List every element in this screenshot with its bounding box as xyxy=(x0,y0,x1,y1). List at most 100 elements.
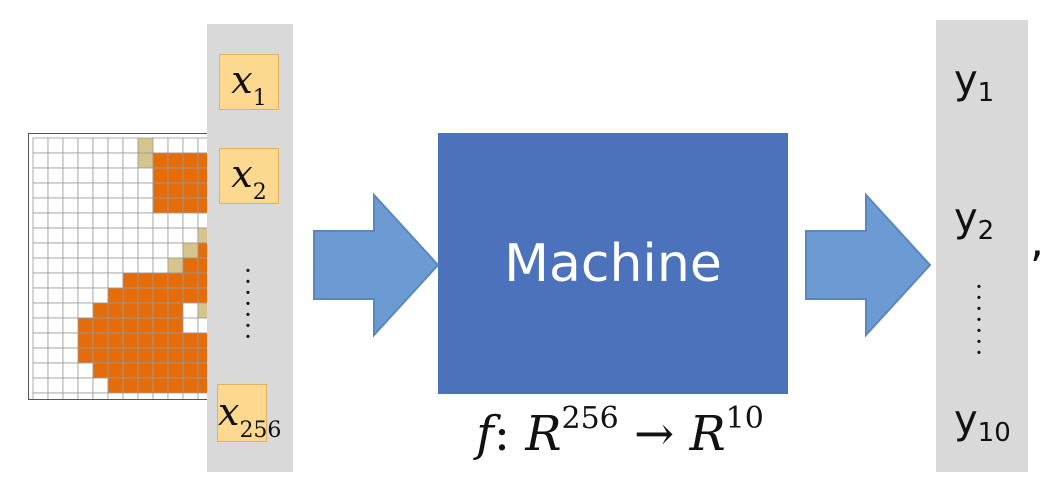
pixel-cell xyxy=(77,272,94,289)
pixel-cell xyxy=(77,227,94,244)
pixel-cell xyxy=(47,362,64,379)
pixel-cell xyxy=(77,332,94,349)
input-x1: x1 xyxy=(219,54,279,111)
pixel-cell xyxy=(137,212,154,229)
pixel-cell xyxy=(107,212,124,229)
arrow-icon xyxy=(805,192,932,338)
pixel-cell xyxy=(167,332,184,349)
pixel-cell xyxy=(77,212,94,229)
formula-arrow: → xyxy=(634,406,675,462)
formula-colon: : xyxy=(493,406,511,462)
machine-box: Machine xyxy=(438,133,788,394)
pixel-cell xyxy=(62,137,79,154)
pixel-cell xyxy=(152,152,169,169)
pixel-cell xyxy=(122,272,139,289)
pixel-cell xyxy=(92,332,109,349)
pixel-cell xyxy=(167,182,184,199)
pixel-cell xyxy=(182,302,199,319)
pixel-cell xyxy=(77,347,94,364)
pixel-cell xyxy=(47,392,64,399)
pixel-cell xyxy=(182,212,199,229)
pixel-grid xyxy=(32,137,209,399)
pixel-cell xyxy=(92,152,109,169)
pixel-cell xyxy=(137,272,154,289)
pixel-cell xyxy=(32,362,49,379)
pixel-cell xyxy=(32,287,49,304)
pixel-cell xyxy=(47,167,64,184)
pixel-cell xyxy=(152,227,169,244)
pixel-cell xyxy=(122,167,139,184)
pixel-cell xyxy=(62,272,79,289)
pixel-cell xyxy=(62,362,79,379)
input-x1-sub: 1 xyxy=(252,86,267,111)
pixel-cell xyxy=(137,182,154,199)
pixel-cell xyxy=(152,272,169,289)
pixel-cell xyxy=(182,347,199,364)
pixel-cell xyxy=(107,257,124,274)
pixel-cell xyxy=(182,392,199,399)
input-x1-base: x xyxy=(231,58,253,102)
pixel-cell xyxy=(32,197,49,214)
pixel-cell xyxy=(92,347,109,364)
pixel-cell xyxy=(92,377,109,394)
pixel-cell xyxy=(92,182,109,199)
pixel-cell xyxy=(62,212,79,229)
function-formula: f: R256 → R10 xyxy=(430,404,810,459)
pixel-cell xyxy=(92,227,109,244)
pixel-cell xyxy=(62,287,79,304)
output-y2-base: y xyxy=(954,195,978,241)
pixel-cell xyxy=(107,182,124,199)
pixel-cell xyxy=(122,152,139,169)
pixel-cell xyxy=(152,377,169,394)
pixel-cell xyxy=(137,152,154,169)
pixel-cell xyxy=(122,287,139,304)
pixel-cell xyxy=(152,362,169,379)
pixel-cell xyxy=(122,242,139,259)
pixel-cell xyxy=(62,242,79,259)
pixel-cell xyxy=(107,137,124,154)
pixel-cell xyxy=(47,137,64,154)
pixel-cell xyxy=(152,212,169,229)
pixel-cell xyxy=(137,287,154,304)
pixel-cell xyxy=(77,377,94,394)
pixel-cell xyxy=(167,137,184,154)
input-vector: x1 x2 ······· x256 xyxy=(207,24,293,472)
pixel-cell xyxy=(47,227,64,244)
pixel-cell xyxy=(122,332,139,349)
pixel-cell xyxy=(122,182,139,199)
pixel-cell xyxy=(137,137,154,154)
pixel-cell xyxy=(167,212,184,229)
arrow-icon xyxy=(313,192,440,338)
pixel-cell xyxy=(77,302,94,319)
input-x256: x256 xyxy=(217,384,281,443)
pixel-cell xyxy=(122,317,139,334)
pixel-cell xyxy=(182,362,199,379)
pixel-cell xyxy=(62,182,79,199)
pixel-cell xyxy=(137,332,154,349)
pixel-cell xyxy=(182,257,199,274)
pixel-cell xyxy=(107,167,124,184)
pixel-cell xyxy=(77,287,94,304)
pixel-cell xyxy=(167,257,184,274)
pixel-cell xyxy=(62,317,79,334)
pixel-cell xyxy=(182,167,199,184)
pixel-cell xyxy=(152,392,169,399)
pixel-cell xyxy=(62,167,79,184)
pixel-cell xyxy=(62,152,79,169)
pixel-cell xyxy=(92,167,109,184)
output-y1-sub: 1 xyxy=(977,78,995,108)
pixel-cell xyxy=(167,152,184,169)
pixel-cell xyxy=(32,182,49,199)
input-x256-sub: 256 xyxy=(239,418,282,443)
pixel-cell xyxy=(182,242,199,259)
pixel-cell xyxy=(77,182,94,199)
pixel-cell xyxy=(92,137,109,154)
pixel-cell xyxy=(107,317,124,334)
pixel-cell xyxy=(77,242,94,259)
pixel-cell xyxy=(92,197,109,214)
pixel-cell xyxy=(47,332,64,349)
pixel-cell xyxy=(92,257,109,274)
pixel-cell xyxy=(32,272,49,289)
pixel-cell xyxy=(167,287,184,304)
pixel-cell xyxy=(152,242,169,259)
